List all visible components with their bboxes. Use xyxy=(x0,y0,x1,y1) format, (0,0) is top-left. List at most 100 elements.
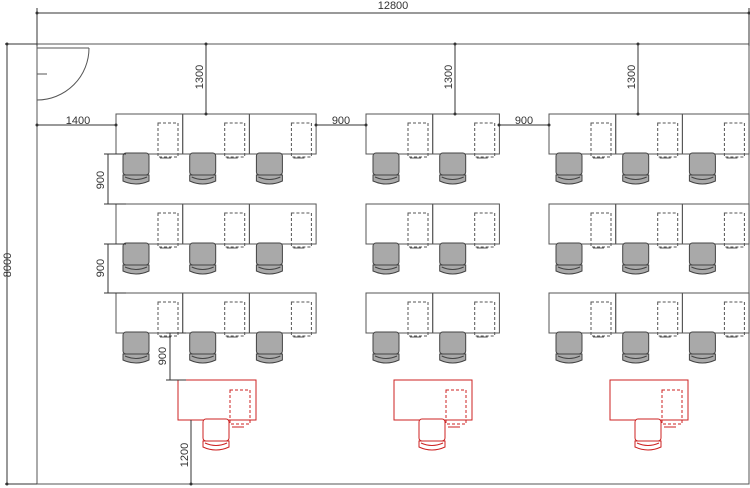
desk-top xyxy=(615,113,683,155)
chair-back-line xyxy=(191,355,214,359)
dim-overall-depth: 8000 xyxy=(2,253,14,277)
pedestal-drawer xyxy=(723,122,745,158)
chair-icon xyxy=(439,331,467,364)
dim-tick xyxy=(35,123,39,127)
manager-desk-unit xyxy=(609,379,689,451)
chair-back-line xyxy=(441,176,464,180)
desk-unit xyxy=(182,292,250,364)
desk-top xyxy=(115,203,184,245)
chair-seat xyxy=(555,331,583,355)
chair-back-line xyxy=(191,266,214,270)
chair-icon xyxy=(372,242,400,275)
chair-seat xyxy=(634,418,662,442)
chair-icon xyxy=(255,331,283,364)
desk-top xyxy=(365,113,434,155)
manager-drawer xyxy=(229,389,251,425)
manager-desk-unit xyxy=(177,379,257,451)
chair-seat xyxy=(372,242,400,266)
chair-seat xyxy=(255,152,283,176)
dim-row-gap-2: 900 xyxy=(95,259,107,277)
chair-icon xyxy=(255,242,283,275)
desk-unit xyxy=(432,203,500,275)
desk-top xyxy=(681,113,750,155)
dim-tick xyxy=(114,123,118,127)
manager-desks xyxy=(177,379,689,451)
pedestal-drawer xyxy=(657,301,679,337)
chair-back-line xyxy=(124,355,148,359)
chair-seat xyxy=(622,242,650,266)
chair-icon xyxy=(122,331,150,364)
dim-tick xyxy=(35,11,39,15)
dim-aisle-left-center: 900 xyxy=(332,115,350,127)
desk-unit xyxy=(115,203,184,275)
door-swing-icon xyxy=(36,47,90,101)
desk-top xyxy=(615,203,683,245)
chair-back-line xyxy=(441,266,464,270)
pedestal-drawer xyxy=(407,301,429,337)
pedestal-drawer xyxy=(723,301,745,337)
chair-icon xyxy=(439,242,467,275)
desk-top xyxy=(115,292,184,334)
desk-unit xyxy=(115,113,184,185)
dim-tick xyxy=(189,482,193,486)
dim-top-clearance-center: 1300 xyxy=(443,65,455,89)
desk-top xyxy=(248,113,317,155)
dim-top-clearance-left: 1300 xyxy=(194,65,206,89)
desk-unit xyxy=(548,113,617,185)
chair-seat xyxy=(418,418,446,442)
chair-icon xyxy=(255,152,283,185)
chair-seat xyxy=(122,152,150,176)
chair-icon xyxy=(555,242,583,275)
chair-back-line xyxy=(691,176,714,180)
chair-back-line xyxy=(191,176,214,180)
chair-back-line xyxy=(557,176,581,180)
room-wall xyxy=(36,43,750,485)
desk-unit xyxy=(365,292,434,364)
chair-seat xyxy=(688,331,716,355)
chair-icon xyxy=(122,152,150,185)
dim-tick xyxy=(364,123,368,127)
chair-icon xyxy=(688,331,716,364)
dim-manager-gap: 900 xyxy=(157,347,169,365)
chair-seat xyxy=(688,152,716,176)
chair-seat xyxy=(439,152,467,176)
chair-back-line xyxy=(124,266,148,270)
chair-seat xyxy=(189,152,217,176)
pedestal-drawer xyxy=(157,301,179,337)
desk-unit xyxy=(432,292,500,364)
desk-top xyxy=(248,203,317,245)
manager-chair-icon xyxy=(418,418,446,451)
dim-tick xyxy=(5,42,9,46)
desk-top xyxy=(248,292,317,334)
room-outline xyxy=(36,43,750,485)
desk-unit xyxy=(182,203,250,275)
pedestal-drawer xyxy=(407,212,429,248)
pedestal-drawer xyxy=(407,122,429,158)
pedestal-drawer xyxy=(590,212,612,248)
chair-icon xyxy=(189,331,217,364)
desk-top xyxy=(681,203,750,245)
dim-tick xyxy=(204,112,208,116)
desk-unit xyxy=(615,203,683,275)
chair-icon xyxy=(189,152,217,185)
chair-back-line xyxy=(258,355,281,359)
pedestal-drawer xyxy=(474,212,496,248)
chair-back-line xyxy=(258,266,281,270)
chair-seat xyxy=(189,242,217,266)
chair-back-line xyxy=(557,266,581,270)
chair-icon xyxy=(372,331,400,364)
desk-unit xyxy=(681,203,750,275)
dim-tick xyxy=(314,123,318,127)
chair-back-line xyxy=(258,176,281,180)
chair-icon xyxy=(439,152,467,185)
chair-icon xyxy=(189,242,217,275)
chair-seat xyxy=(372,152,400,176)
chair-icon xyxy=(122,242,150,275)
desk-unit xyxy=(681,292,750,364)
desk-top xyxy=(365,203,434,245)
dim-tick xyxy=(636,112,640,116)
chair-seat xyxy=(439,331,467,355)
chair-back-line xyxy=(624,176,647,180)
dim-wall-clearance-left: 1400 xyxy=(66,115,90,127)
